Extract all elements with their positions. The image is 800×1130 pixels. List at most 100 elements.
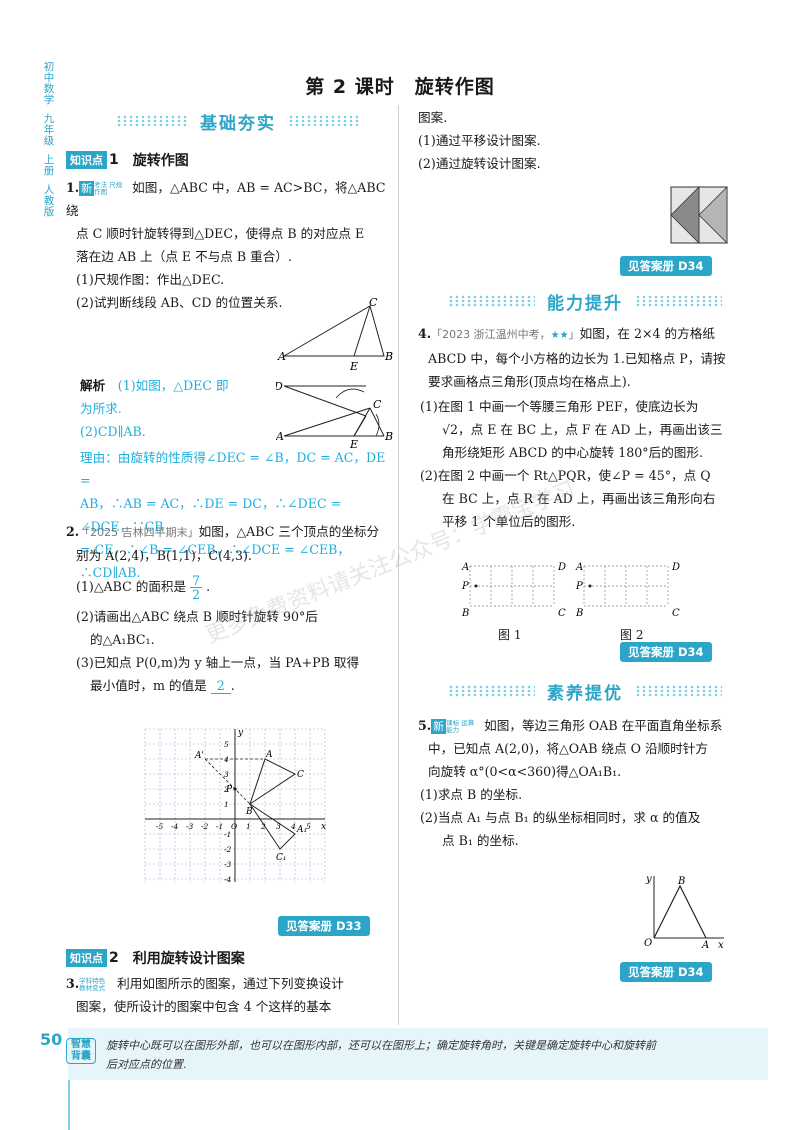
point-P: [474, 584, 478, 588]
new-tag: 新: [79, 181, 95, 196]
label-B: B: [384, 430, 393, 443]
answer-link-d34-q4[interactable]: 见答案册 D34: [620, 642, 712, 662]
label-A1: A₁: [296, 825, 307, 835]
kp-badge: 知识点: [66, 949, 107, 967]
side-char: 上: [43, 154, 55, 166]
label-A: A: [701, 940, 709, 951]
section-literacy: 素养提优: [440, 680, 730, 704]
label-E: E: [349, 360, 358, 373]
section-title: 素养提优: [547, 683, 623, 704]
section-title: 基础夯实: [200, 113, 276, 134]
kp-num: 2: [109, 950, 119, 966]
source-tag: 「2025 吉林四平期末」: [79, 526, 199, 539]
side-char: 初: [43, 61, 55, 73]
x-tick-label: 1: [246, 822, 251, 831]
wisdom-badge: 智慧背囊: [66, 1038, 96, 1064]
label-P: P: [225, 785, 233, 795]
y-tick-label: 4: [223, 755, 229, 764]
q1-reasoning: 理由：由旋转的性质得∠DEC = ∠B，DC = AC，DE = AB，∴AB …: [80, 450, 386, 580]
footer-strip: [68, 1080, 70, 1130]
side-char: 学: [43, 94, 55, 106]
label-y: y: [645, 874, 652, 885]
column-divider: [398, 105, 399, 1025]
label-D: D: [276, 380, 283, 393]
q3-basic-pattern: [670, 186, 728, 244]
label-P: P: [575, 581, 583, 592]
label-x: x: [718, 940, 724, 951]
q1-triangle-figure: A C B E: [277, 298, 393, 373]
label-x: x: [321, 822, 326, 832]
x-tick-label: O: [231, 822, 237, 831]
label-A: A: [276, 430, 284, 443]
label-B: B: [677, 876, 685, 887]
page-title: 第 2 课时 旋转作图: [305, 76, 495, 98]
label-A: A: [277, 350, 286, 363]
side-char: 教: [43, 195, 55, 207]
side-char: 年: [43, 124, 55, 136]
triangle-A1BC1: [249, 803, 296, 850]
side-char: 人: [43, 184, 55, 196]
triangle-ABC: [249, 758, 296, 806]
kp-title: 旋转作图: [132, 153, 189, 169]
line-AprimeB: [204, 758, 251, 805]
tag-small: 课标 运算能力: [446, 718, 475, 734]
question-5: 5.新课标 运算能力 如图，等边三角形 OAB 在平面直角坐标系 中，已知点 A…: [418, 718, 723, 848]
label-C: C: [297, 770, 304, 780]
answer-link-d33[interactable]: 见答案册 D33: [278, 916, 370, 936]
side-char: 版: [43, 206, 55, 218]
source-tag: 「2023 浙江温州中考，: [431, 328, 551, 341]
x-tick-label: 2: [260, 822, 266, 831]
section-basic: 基础夯实: [108, 110, 368, 134]
footer-tip-box: [68, 1028, 768, 1080]
question-3-continued: 图案. (1)通过平移设计图案. (2)通过旋转设计图案.: [418, 110, 541, 171]
y-tick-label: -4: [224, 875, 232, 882]
label-B: B: [461, 608, 469, 619]
label-C: C: [373, 398, 382, 411]
x-tick-label: -1: [216, 822, 223, 831]
section-ability: 能力提升: [440, 290, 730, 314]
kp-title: 利用旋转设计图案: [132, 951, 245, 967]
tag-small: 学科特色 教材变式: [79, 976, 106, 992]
point-P: [588, 584, 592, 588]
tag-small: 考法 尺规作图: [94, 180, 123, 196]
new-tag: 新: [431, 719, 447, 734]
question-3: 3.学科特色 教材变式 利用如图所示的图案，通过下列变换设计 图案，使所设计的图…: [66, 976, 344, 1014]
x-tick-label: 4: [290, 822, 296, 831]
q1-solution-figure: D A C B E: [276, 380, 393, 450]
kp-badge: 知识点: [66, 151, 107, 169]
kp-num: 1: [109, 152, 119, 168]
question-1: 1.新考法 尺规作图 如图，△ABC 中，AB = AC>BC，将△ABC 绕 …: [66, 180, 386, 310]
side-char: 九: [43, 113, 55, 125]
side-char: 级: [43, 135, 55, 147]
x-tick-label: 3: [276, 822, 281, 831]
x-tick-label: -2: [201, 822, 209, 831]
question-2: 2.「2025 吉林四平期末」如图，△ABC 三个顶点的坐标分 别为 A(2,4…: [66, 524, 380, 694]
label-C1: C₁: [276, 853, 287, 863]
label-O: O: [644, 938, 652, 949]
y-tick-label: -2: [224, 845, 232, 854]
footer-tip-text: 旋转中心既可以在图形外部，也可以在图形内部，还可以在图形上；确定旋转角时，关键是…: [106, 1039, 656, 1071]
star-icon: ★★: [550, 330, 569, 341]
figure-1-caption: 图 1: [498, 628, 522, 642]
answer-link-d34-q3[interactable]: 见答案册 D34: [620, 256, 712, 276]
label-C: C: [369, 298, 378, 309]
q5-equilateral-triangle: y B O A x: [644, 874, 724, 951]
y-tick-label: 5: [224, 740, 229, 749]
question-4: 4.「2023 浙江温州中考，★★」如图，在 2×4 的方格纸 ABCD 中，每…: [418, 326, 726, 529]
label-y: y: [237, 728, 244, 738]
label-C: C: [672, 608, 680, 619]
point-P: [233, 787, 237, 791]
label-B: B: [575, 608, 583, 619]
side-char: 册: [43, 165, 55, 177]
x-tick-label: -4: [171, 822, 179, 831]
label-B: B: [384, 350, 393, 363]
label-D: D: [671, 562, 680, 573]
q2-m-answer: 2: [210, 678, 231, 694]
y-tick-label: 2: [223, 785, 229, 794]
answer-link-d34-q5[interactable]: 见答案册 D34: [620, 962, 712, 982]
label-B: B: [245, 807, 253, 817]
y-tick-label: 3: [224, 770, 229, 779]
q-num: 1.: [66, 180, 80, 195]
label-E: E: [349, 438, 358, 450]
